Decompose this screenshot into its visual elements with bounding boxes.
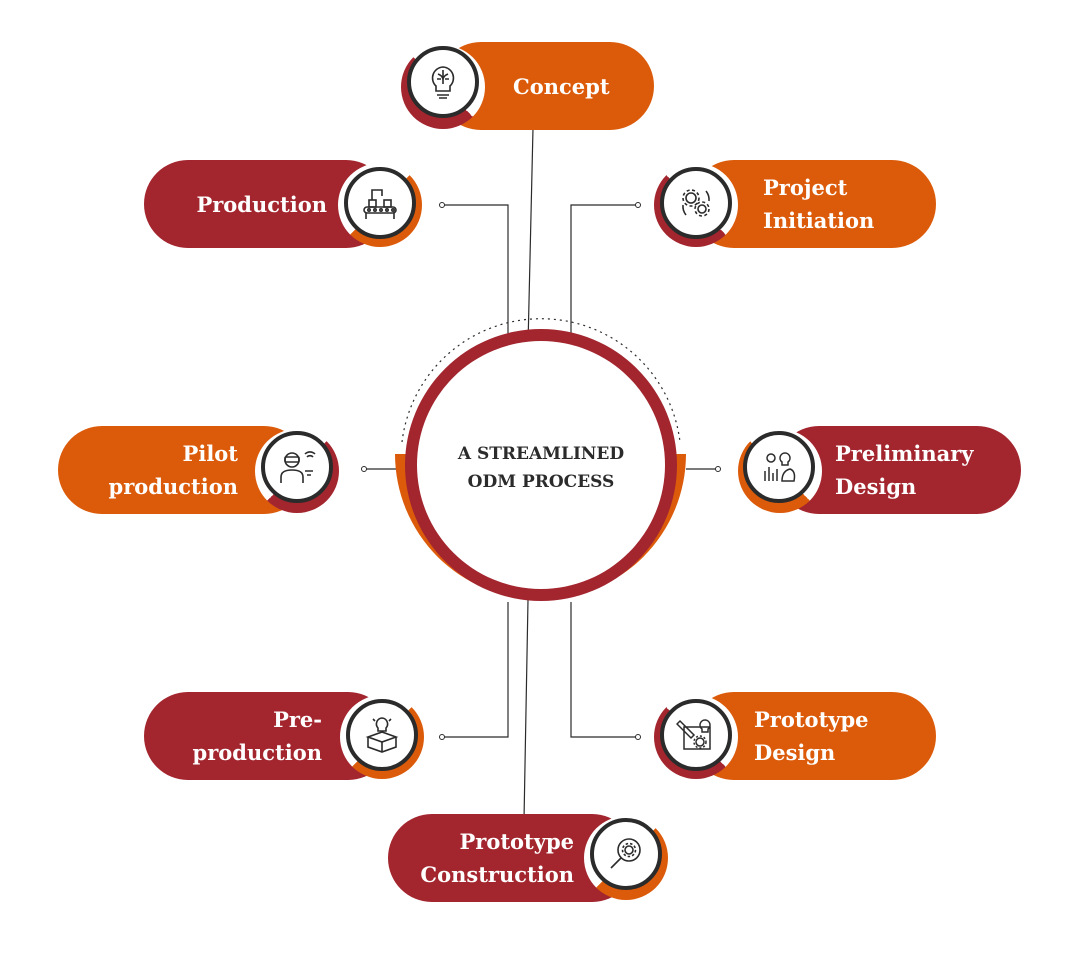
magnifier-gear-icon	[590, 818, 662, 890]
box-lightbulb-icon	[346, 699, 418, 771]
step-prototype-construction-label-2: Construction	[420, 862, 574, 887]
step-pilot-production-label-2: production	[108, 474, 238, 499]
connector-pre-production	[442, 602, 509, 738]
step-preliminary-design-label-1: Preliminary	[835, 441, 974, 466]
center-white-disc	[417, 341, 665, 589]
brain-lightbulb-icon	[407, 46, 479, 118]
center-title: A STREAMLINED ODM PROCESS	[457, 444, 625, 492]
connector-prototype-construction	[523, 599, 529, 821]
connector-project-initiation	[570, 204, 638, 340]
blueprint-pencil-icon	[660, 699, 732, 771]
step-pre-production-label-2: production	[192, 740, 322, 765]
step-preliminary-design-label-2: Design	[835, 474, 917, 499]
step-concept-label: Concept	[513, 73, 610, 99]
step-pre-production-label-1: Pre-	[273, 707, 322, 732]
connector-prototype-design	[570, 602, 638, 738]
conveyor-factory-icon	[344, 167, 416, 239]
dotted-arc	[401, 318, 681, 443]
step-project-initiation-label-2: Initiation	[763, 208, 875, 233]
worker-vr-icon	[261, 431, 333, 503]
step-prototype-design-label-2: Design	[754, 740, 836, 765]
design-ideas-icon	[743, 431, 815, 503]
connector-production	[442, 204, 509, 340]
step-prototype-construction-label-1: Prototype	[459, 829, 574, 854]
gears-cycle-icon	[660, 167, 732, 239]
step-pilot-production-label-1: Pilot	[182, 441, 238, 466]
connector-concept	[527, 127, 534, 346]
step-production-label: Production	[196, 191, 327, 217]
step-prototype-design-label-1: Prototype	[754, 707, 869, 732]
step-project-initiation-label-1: Project	[763, 175, 848, 200]
